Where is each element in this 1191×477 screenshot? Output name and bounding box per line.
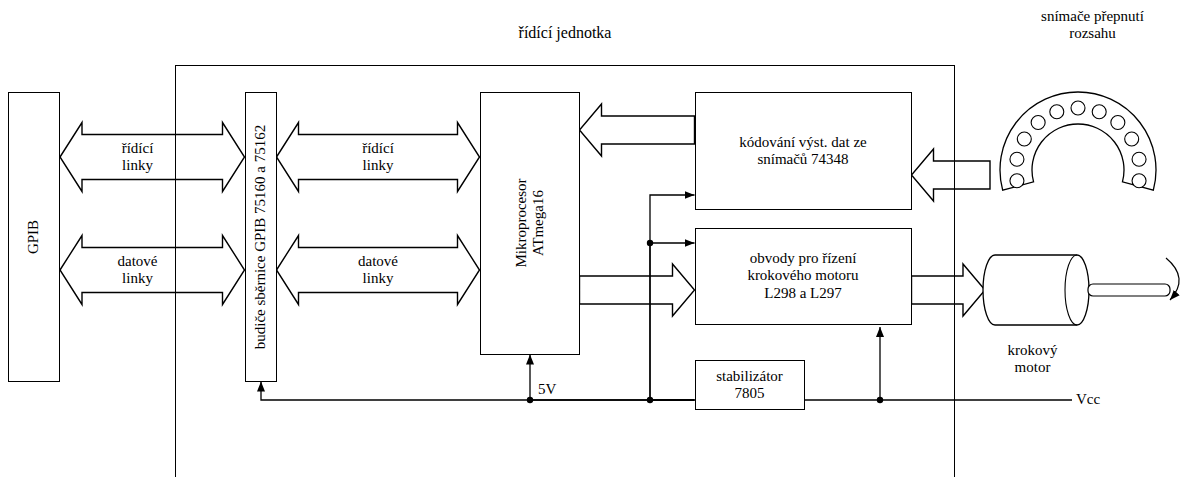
sensor-hole bbox=[1050, 105, 1064, 119]
power-wire bbox=[530, 355, 695, 401]
motor-driver-box: obvody pro řízení krokového motoru L298 … bbox=[695, 228, 912, 325]
node-label: obvody pro řízení krokového motoru L298 … bbox=[741, 250, 866, 302]
power-wire bbox=[650, 195, 695, 400]
bus-box: GPIB bbox=[8, 92, 60, 382]
node-label: snímače přepnutí rozsahu bbox=[1020, 8, 1165, 43]
sensor-hole bbox=[1017, 132, 1031, 146]
stepper-motor: krokový motor bbox=[985, 250, 1095, 390]
node-label: budiče sběrnice GPIB 75160 a 75162 bbox=[252, 97, 269, 377]
sensor-hole bbox=[1132, 152, 1146, 166]
driver-box: budiče sběrnice GPIB 75160 a 75162 bbox=[245, 92, 277, 382]
bus-arrow bbox=[60, 123, 245, 192]
sensor-hole bbox=[1111, 116, 1125, 130]
mcu-box: Mikroprocesor ATmega16 bbox=[480, 92, 580, 355]
encoder-box: kódování výst. dat ze snímačů 74348 bbox=[695, 92, 912, 210]
motor-shaft bbox=[1088, 284, 1170, 296]
node-label: GPIB bbox=[25, 177, 42, 297]
sensor-hole bbox=[1031, 116, 1045, 130]
signal-name: Vcc bbox=[1076, 391, 1100, 408]
bus-label: datové linky bbox=[104, 253, 170, 288]
bus-arrow bbox=[912, 149, 991, 201]
sensor-hole bbox=[1010, 174, 1024, 188]
sensor-hole bbox=[1092, 105, 1106, 119]
node-label: kódování výst. dat ze snímačů 74348 bbox=[736, 133, 871, 168]
sensor-hole bbox=[1071, 101, 1085, 115]
bus-arrow bbox=[60, 236, 245, 305]
range-sensor: snímače přepnutí rozsahu bbox=[990, 6, 1170, 176]
regulator-box: stabilizátor 7805 bbox=[695, 360, 805, 410]
motor-drawing bbox=[985, 250, 1175, 340]
bus-label: řídící linky bbox=[104, 140, 170, 175]
node-label: stabilizátor 7805 bbox=[702, 367, 797, 402]
sensor-hole bbox=[1132, 174, 1146, 188]
motor-end bbox=[1065, 255, 1077, 325]
sensor-ring bbox=[1000, 92, 1156, 190]
unit-heading: řídící jednotka bbox=[519, 24, 612, 42]
power-wire bbox=[261, 382, 695, 401]
bus-arrow bbox=[277, 236, 480, 305]
bus-arrow bbox=[912, 264, 986, 316]
sensor-hole bbox=[1125, 132, 1139, 146]
signal-name: 5V bbox=[538, 381, 556, 398]
control-unit-frame: budiče sběrnice GPIB 75160 a 75162 Mikrop… bbox=[175, 65, 955, 477]
node-label: krokový motor bbox=[995, 342, 1070, 377]
bus-label: řídící linky bbox=[345, 140, 411, 175]
bus-arrow bbox=[580, 104, 695, 156]
sensor-hole bbox=[1010, 152, 1024, 166]
bus-label: datové linky bbox=[345, 253, 411, 288]
motor-body bbox=[983, 255, 1089, 325]
node-label: Mikroprocesor ATmega16 bbox=[512, 158, 547, 288]
junction-dot bbox=[877, 397, 883, 403]
vcc-wire bbox=[805, 399, 1072, 400]
vcc-branch-wire bbox=[879, 327, 880, 400]
power-wire bbox=[650, 243, 695, 400]
bus-arrow bbox=[580, 264, 695, 316]
bus-arrow bbox=[277, 123, 480, 192]
